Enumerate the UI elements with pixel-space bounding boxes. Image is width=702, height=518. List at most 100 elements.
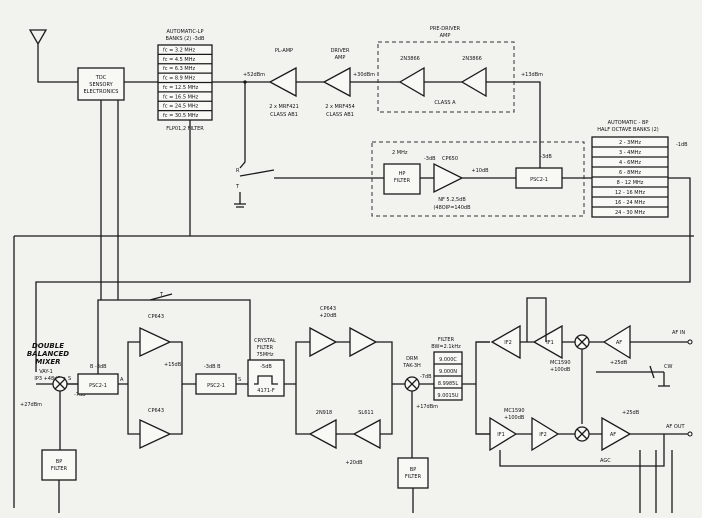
if-upper-part: MC1590	[550, 360, 571, 366]
if-upper-gain: +100dB	[550, 367, 571, 373]
bp-filter-left-1: BP	[56, 459, 62, 465]
lp-bank-row: fc = 16.5 MHz	[163, 94, 199, 100]
drm-title-1: DRM	[406, 356, 418, 362]
crystal-part: 4171-F	[257, 388, 275, 394]
lp-bank-title-2: BANKS (2) -3dB	[166, 36, 205, 42]
pre-driver-group	[377, 41, 515, 113]
mixer-att: -7dB	[74, 392, 86, 398]
lp-bank-footer: FLP01,2 FILTER	[166, 126, 204, 132]
pre-driver-t2: 2N3866	[462, 56, 482, 62]
hp-section-group	[371, 141, 585, 217]
bp-filter-left	[41, 449, 77, 481]
driver-amp-note-1: 2 x MRF454	[325, 104, 355, 110]
af-in-label: AF IN	[672, 330, 685, 336]
crystal-title-1: CRYSTAL	[254, 338, 276, 344]
if2-upper-label: IF2	[504, 340, 512, 346]
pre-driver-level: +13dBm	[521, 72, 543, 78]
psc-right-label: PSC2-1	[207, 383, 225, 389]
pl-amp-triangle	[268, 66, 297, 98]
bp-bank-title-1: AUTOMATIC - BP	[608, 120, 649, 126]
bp-filter-mid	[397, 457, 429, 489]
pl-amp-note-1: 2 x MRF421	[269, 104, 299, 110]
bp-bank-row: 4 - 6MHz	[619, 160, 641, 166]
pre-driver-title-1: PRE-DRIVER	[430, 26, 461, 32]
filter-bank-title-2: BW=2.1kHz	[431, 344, 461, 350]
filter-bank-row: 9.0015U	[437, 393, 458, 399]
driver-amp-triangle	[322, 66, 351, 98]
crystal-title-3: 75MHz	[256, 352, 273, 358]
af-lower-label: AF	[610, 432, 616, 438]
hp-gain: +10dB	[471, 168, 489, 174]
driver-amp-title-1: DRIVER	[331, 48, 350, 54]
af-lower-gain: +25dB	[622, 410, 640, 416]
drm-title-2: TAK-3H	[402, 363, 421, 369]
bp-bank-row: 24 - 30 MHz	[615, 210, 645, 216]
lp-bank-row: fc = 6.3 MHz	[163, 66, 195, 72]
af-out-label: AF OUT	[666, 424, 685, 430]
cp643-tr-label: CP643	[320, 306, 336, 312]
hp-splitter-att: -3dB	[540, 154, 552, 160]
t-label: T	[159, 292, 164, 298]
if-lower-part: MC1590	[504, 408, 525, 414]
hp-splitter-label: PSC2-1	[530, 177, 548, 183]
pair-amp-1	[308, 418, 337, 450]
psc-right-s: S	[238, 377, 241, 383]
bp-bank-row: 16 - 24 MHz	[615, 200, 645, 206]
crystal-filter-box	[247, 359, 285, 397]
bp-filter-mid-2: FILTER	[405, 474, 422, 480]
filter-bank-row: 8.9985L	[438, 381, 458, 387]
tdc-label-2: SENSORY	[89, 82, 113, 88]
mixer-part: VAY-1	[39, 369, 53, 375]
bp-filter-mid-1: BP	[410, 467, 416, 473]
hp-att: -3dB	[424, 156, 436, 162]
cp643-lower-amp	[139, 418, 172, 450]
cp643-upper-label: CP643	[148, 314, 164, 320]
tdc-label-1: TDC	[95, 75, 107, 81]
lp-bank-row: fc = 24.5 MHz	[163, 104, 199, 110]
bp-bank-row: 8 - 12 MHz	[617, 180, 644, 186]
if-lower-gain: +100dB	[504, 415, 525, 421]
filter-bank-title-1: FILTER	[438, 337, 455, 343]
cp643-upper-gain: +15dB	[164, 362, 182, 368]
bp-filter-left-2: FILTER	[51, 466, 68, 472]
hp-nf: NF 5.2,5dB	[438, 197, 466, 203]
pair-amp-2	[352, 418, 381, 450]
bp-bank-row: 6 - 8MHz	[619, 170, 641, 176]
switch-t-label: T	[235, 184, 240, 190]
bp-bank-row: 3 - 4MHz	[619, 150, 641, 156]
hp-amp-label: CP650	[442, 156, 458, 162]
psc-right-top: -3dB B	[204, 364, 221, 370]
antenna-icon	[28, 29, 78, 83]
cp643-tr-amp-2	[349, 326, 378, 358]
mixer-s: S	[68, 376, 71, 382]
mixer-title-1: DOUBLE	[32, 342, 64, 350]
mixer-ip3: IP3 +48dBm	[34, 376, 65, 382]
pl-amp-note-2: CLASS AB1	[270, 112, 298, 118]
if1-upper-label: IF1	[546, 340, 554, 346]
hp-filter-box	[383, 163, 421, 195]
lp-bank-row: fc = 12.5 MHz	[163, 85, 199, 91]
mixer-title-2: BALANCED	[27, 350, 69, 358]
pl-amp-title: PL-AMP	[275, 48, 293, 54]
drm-att: -7dB	[420, 374, 432, 380]
psc-left-label: PSC2-1	[89, 383, 107, 389]
pre-driver-class: CLASS A	[434, 100, 456, 106]
lp-bank-row: fc = 4.5 MHz	[163, 57, 195, 63]
pair-gain: +20dB	[345, 460, 363, 466]
cp643-upper-amp	[139, 326, 172, 358]
pre-driver-t1: 2N3866	[400, 56, 420, 62]
bp-bank-row: 12 - 16 MHz	[615, 190, 645, 196]
if1-lower-label: IF1	[497, 432, 505, 438]
hp-ip: (48OIP=140dB	[433, 205, 471, 211]
pair-left-label: 2N918	[316, 410, 332, 416]
bp-bank-title-2: HALF OCTAVE BANKS (2)	[597, 127, 659, 133]
driver-amp-level: +30dBm	[353, 72, 375, 78]
crystal-title-2: FILTER	[257, 345, 274, 351]
bp-bank-row: 2 - 3MHz	[619, 140, 641, 146]
hp-filter-label-1: HP	[399, 171, 406, 177]
driver-amp-note-2: CLASS AB1	[326, 112, 354, 118]
mixer-lo: +27dBm	[20, 402, 42, 408]
lp-bank-row: fc = 3.2 MHz	[163, 47, 195, 53]
tdc-sensory-box	[77, 67, 125, 101]
lp-bank-row: fc = 30.5 MHz	[163, 113, 199, 119]
